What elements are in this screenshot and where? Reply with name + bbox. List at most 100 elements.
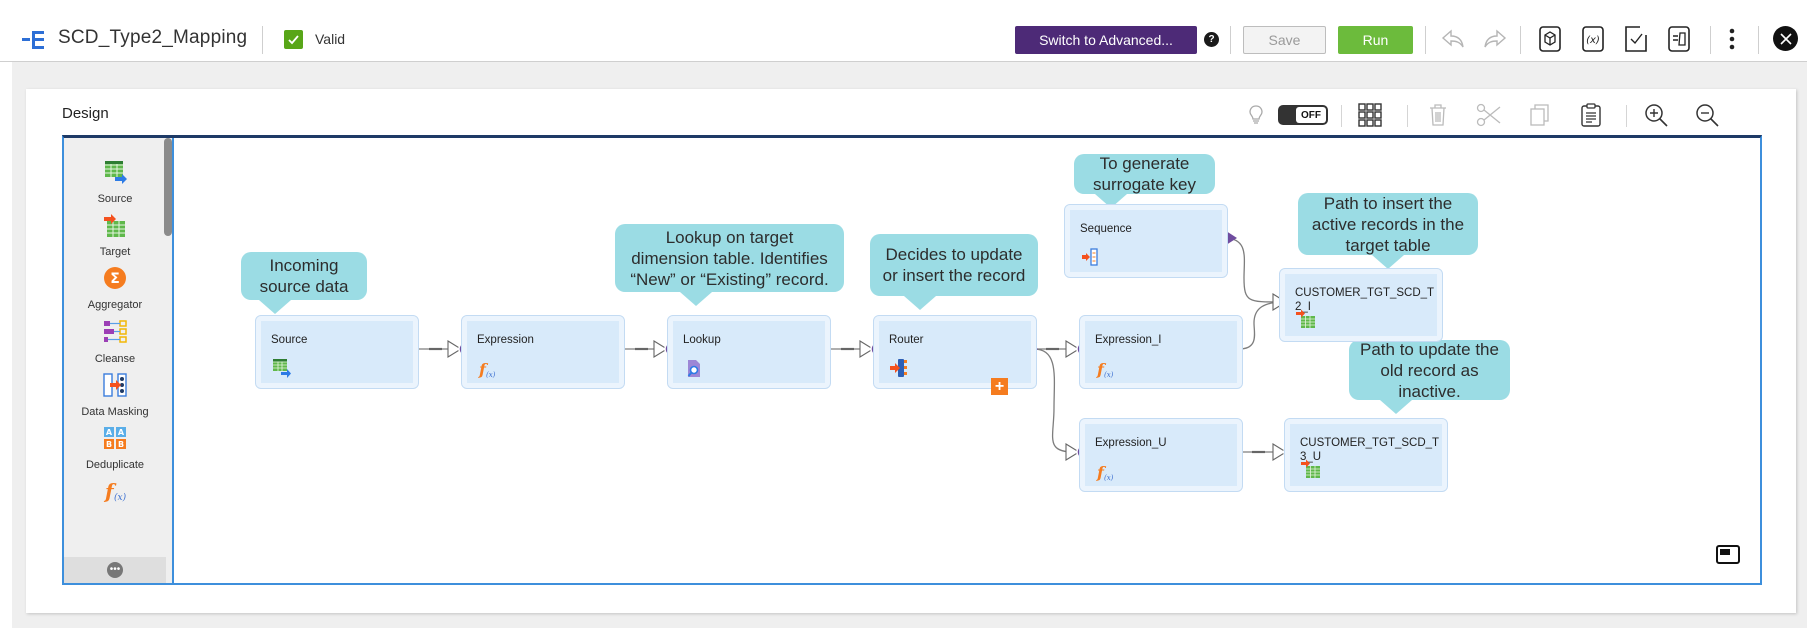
divider [1758,26,1759,54]
delete-icon[interactable] [1424,101,1452,129]
help-icon[interactable]: ? [1204,32,1219,47]
node-label: Source [271,334,308,346]
svg-text:(x): (x) [1586,35,1600,46]
design-panel: Design OFF [26,89,1796,613]
divider [1710,26,1711,54]
expression-icon: f (x) [1096,360,1114,379]
palette-item-aggregator[interactable]: Σ Aggregator [64,264,166,311]
mapping-canvas[interactable]: Source Target Σ Aggregator [62,135,1762,585]
palette-label: Data Masking [81,406,149,418]
overview-toggle-icon[interactable] [1716,545,1740,564]
transformation-palette: Source Target Σ Aggregator [64,138,174,583]
svg-text:f: f [1096,463,1107,482]
copy-icon[interactable] [1526,101,1554,129]
palette-more-button[interactable]: ••• [64,557,166,583]
svg-text:(x): (x) [114,492,127,503]
palette-item-cleanse[interactable]: Cleanse [64,318,166,365]
close-icon[interactable] [1773,26,1798,51]
node-label: Lookup [683,334,721,346]
parameters-icon[interactable]: (x) [1578,24,1608,54]
mapping-title: SCD_Type2_Mapping [58,27,248,48]
zoom-out-icon[interactable] [1693,101,1721,129]
validate-icon[interactable] [1621,24,1651,54]
more-horizontal-icon: ••• [107,562,123,578]
palette-item-deduplicate[interactable]: A A B B Deduplicate [64,424,166,471]
node-label: Expression_U [1095,437,1167,449]
lookup-icon [687,360,700,377]
cleanse-icon [104,320,127,343]
source-icon [105,161,127,184]
svg-text:f: f [478,360,489,379]
add-group-button[interactable]: + [991,378,1008,395]
recommendation-toggle[interactable]: OFF [1278,105,1328,125]
callout-sequence: To generate surrogate key [1074,154,1215,208]
node-source[interactable]: Source [255,315,419,389]
node-router[interactable]: Router [873,315,1037,389]
switch-to-advanced-button[interactable]: Switch to Advanced... [1015,26,1197,54]
palette-scrollbar[interactable] [164,138,172,236]
node-lookup[interactable]: Lookup [667,315,831,389]
aggregator-icon: Σ [104,267,126,289]
callout-source: Incoming source data [241,252,367,314]
palette-item-data-masking[interactable]: Data Masking [64,371,166,418]
expression-icon: f (x) [1096,463,1114,482]
node-target-update[interactable]: CUSTOMER_TGT_SCD_T3_U [1284,418,1448,492]
callout-target-insert: Path to insert the active records in the… [1298,193,1478,269]
divider [262,26,263,54]
undo-icon[interactable] [1438,24,1468,54]
more-vertical-icon[interactable] [1717,24,1747,54]
node-expression[interactable]: Expression f (x) [461,315,625,389]
node-label: CUSTOMER_TGT_SCD_T2_I [1295,287,1435,313]
link-router-expression-u [1033,348,1078,453]
toggle-state: OFF [1296,107,1326,123]
node-expression-i[interactable]: Expression_I f (x) [1079,315,1243,389]
source-icon [273,359,291,378]
palette-label: Cleanse [94,353,136,365]
palette-item-source[interactable]: Source [64,158,166,205]
svg-text:Σ: Σ [110,271,120,287]
design-title: Design [62,105,109,122]
node-sequence[interactable]: Sequence [1064,204,1228,278]
target-icon [104,214,125,237]
redo-icon[interactable] [1480,24,1510,54]
palette-label: Aggregator [87,299,143,311]
target-icon [1301,459,1320,478]
target-icon [1296,309,1315,328]
router-icon [890,359,907,377]
node-target-insert[interactable]: CUSTOMER_TGT_SCD_T2_I [1279,268,1443,342]
cut-icon[interactable] [1475,101,1503,129]
svg-text:B: B [106,440,112,449]
svg-text:(x): (x) [486,371,496,379]
recommendation-lightbulb-icon[interactable] [1242,101,1270,129]
svg-text:A: A [118,428,125,437]
expression-icon: f (x) [103,479,127,503]
palette-item-expression[interactable]: f (x) [64,476,166,511]
palette-label: Target [99,246,131,258]
svg-text:(x): (x) [1104,371,1114,379]
node-label: Expression_I [1095,334,1162,346]
arrange-all-grid-icon[interactable] [1356,101,1384,129]
link-sequence-target-i [1223,237,1285,303]
svg-text:f: f [1096,360,1107,379]
mapping-icon [22,31,44,49]
divider [1407,105,1408,127]
sequence-icon [1082,248,1098,266]
field-mapping-icon[interactable] [1664,24,1694,54]
svg-text:B: B [118,440,124,449]
run-button[interactable]: Run [1338,26,1413,54]
palette-item-target[interactable]: Target [64,211,166,258]
valid-check-icon [284,30,303,49]
divider [1520,26,1521,54]
divider [1626,105,1627,127]
package-icon[interactable] [1535,24,1565,54]
paste-icon[interactable] [1577,101,1605,129]
node-expression-u[interactable]: Expression_U f (x) [1079,418,1243,492]
zoom-in-icon[interactable] [1642,101,1670,129]
expression-icon: f (x) [478,360,496,379]
save-button[interactable]: Save [1243,26,1326,54]
callout-lookup: Lookup on target dimension table. Identi… [615,224,844,306]
divider [1341,105,1342,127]
node-label: Expression [477,334,534,346]
svg-text:A: A [106,428,113,437]
callout-target-update: Path to update the old record as inactiv… [1349,340,1510,414]
